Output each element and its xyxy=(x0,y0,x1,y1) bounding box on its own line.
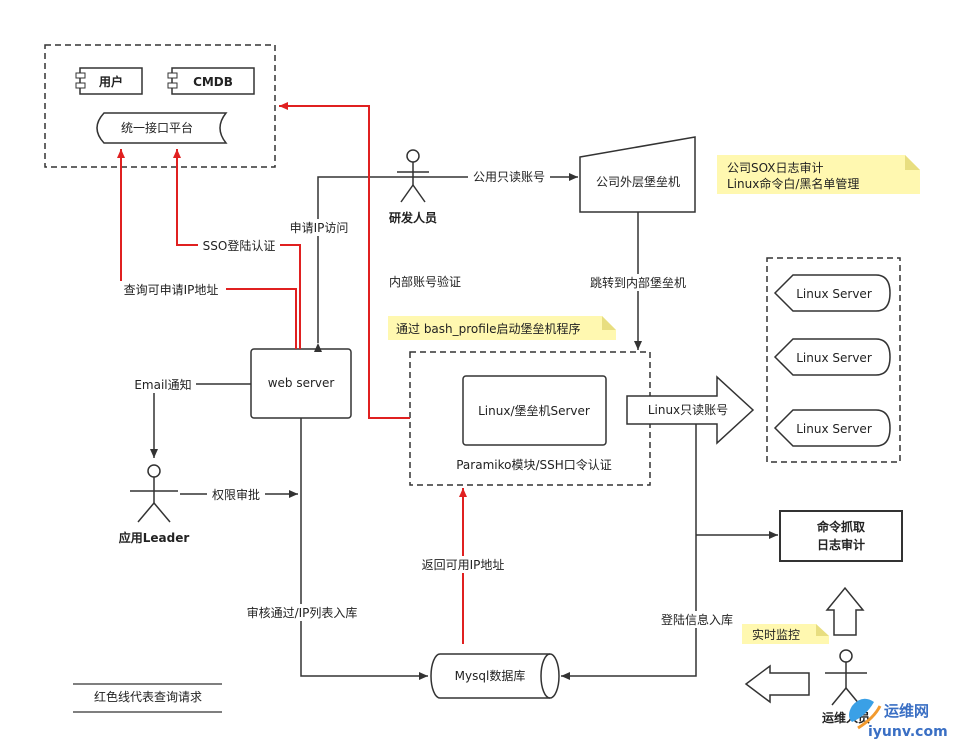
inner-bastion-node: Linux/堡垒机Server xyxy=(462,375,607,446)
platform-storage: 统一接口平台 xyxy=(96,112,228,144)
developer-actor-icon xyxy=(397,149,429,203)
edge-email-notify-label: Email通知 xyxy=(134,378,191,392)
legend: 红色线代表查询请求 xyxy=(73,683,222,713)
left-block-arrow-icon xyxy=(744,664,810,704)
bash-profile-note: 通过 bash_profile启动堡垒机程序 xyxy=(388,316,616,340)
edge-email-notify xyxy=(150,383,251,458)
up-block-arrow-icon xyxy=(825,586,865,636)
outer-bastion-node: 公司外层堡垒机 xyxy=(579,136,696,213)
web-server-label: web server xyxy=(268,376,335,390)
platform-group xyxy=(44,44,276,168)
sox-note-line2: Linux命令白/黑名单管理 xyxy=(727,176,859,191)
log-audit-line1: 命令抓取 xyxy=(816,519,865,534)
edge-public-readonly-label: 公用只读账号 xyxy=(473,170,545,184)
legend-label: 红色线代表查询请求 xyxy=(94,689,202,704)
edge-internal-verify-label: 内部账号验证 xyxy=(389,274,461,289)
mysql-database-node: Mysql数据库 xyxy=(430,653,560,699)
sox-note: 公司SOX日志审计 Linux命令白/黑名单管理 xyxy=(717,155,920,194)
edge-permission-approve-label: 权限审批 xyxy=(212,487,260,502)
linux-server-3-label: Linux Server xyxy=(796,422,872,436)
user-label: 用户 xyxy=(98,74,123,89)
inner-bastion-group xyxy=(409,351,651,486)
edge-return-ip-label: 返回可用IP地址 xyxy=(422,558,505,572)
monitor-note: 实时监控 xyxy=(742,624,829,644)
ops-actor-icon xyxy=(825,649,867,706)
mysql-label: Mysql数据库 xyxy=(455,668,526,683)
edge-query-ip-label: 查询可申请IP地址 xyxy=(124,283,219,297)
linux-server-3: Linux Server xyxy=(773,409,891,447)
watermark-logo-icon xyxy=(849,698,874,722)
watermark: 运维网 iyunv.com xyxy=(849,698,948,740)
edge-approve-store xyxy=(300,418,428,680)
edge-login-store xyxy=(561,424,697,680)
cmdb-component: CMDB xyxy=(167,67,255,95)
watermark-cn: 运维网 xyxy=(884,702,929,720)
linux-readonly-arrow: Linux只读账号 xyxy=(626,375,755,445)
edge-apply-ip-label: 申请IP访问 xyxy=(290,221,349,235)
linux-server-2: Linux Server xyxy=(773,338,891,376)
cmdb-label: CMDB xyxy=(193,75,233,89)
linux-readonly-label: Linux只读账号 xyxy=(648,403,728,417)
monitor-note-label: 实时监控 xyxy=(752,627,800,642)
bash-profile-note-label: 通过 bash_profile启动堡垒机程序 xyxy=(396,321,581,336)
linux-server-group xyxy=(766,257,901,463)
edge-approve-store-label: 审核通过/IP列表入库 xyxy=(247,605,358,620)
linux-server-1-label: Linux Server xyxy=(796,287,872,301)
user-component: 用户 xyxy=(75,67,143,95)
web-server-node: web server xyxy=(250,348,352,419)
edge-jump-inner-label: 跳转到内部堡垒机 xyxy=(590,275,686,290)
sox-note-line1: 公司SOX日志审计 xyxy=(727,160,824,175)
edge-sso-login-label: SSO登陆认证 xyxy=(203,238,276,253)
linux-server-2-label: Linux Server xyxy=(796,351,872,365)
log-audit-line2: 日志审计 xyxy=(817,537,865,552)
edge-internal-verify xyxy=(279,102,410,419)
watermark-url: iyunv.com xyxy=(868,724,948,740)
leader-label: 应用Leader xyxy=(119,530,190,545)
edge-login-store-label: 登陆信息入库 xyxy=(661,612,733,627)
developer-label: 研发人员 xyxy=(389,210,437,225)
leader-actor-icon xyxy=(130,464,178,523)
platform-label: 统一接口平台 xyxy=(121,120,193,135)
linux-server-1: Linux Server xyxy=(773,274,891,312)
paramiko-label: Paramiko模块/SSH口令认证 xyxy=(456,457,612,472)
inner-bastion-label: Linux/堡垒机Server xyxy=(478,403,590,418)
outer-bastion-label: 公司外层堡垒机 xyxy=(596,174,680,189)
log-audit-node: 命令抓取 日志审计 xyxy=(779,510,903,562)
